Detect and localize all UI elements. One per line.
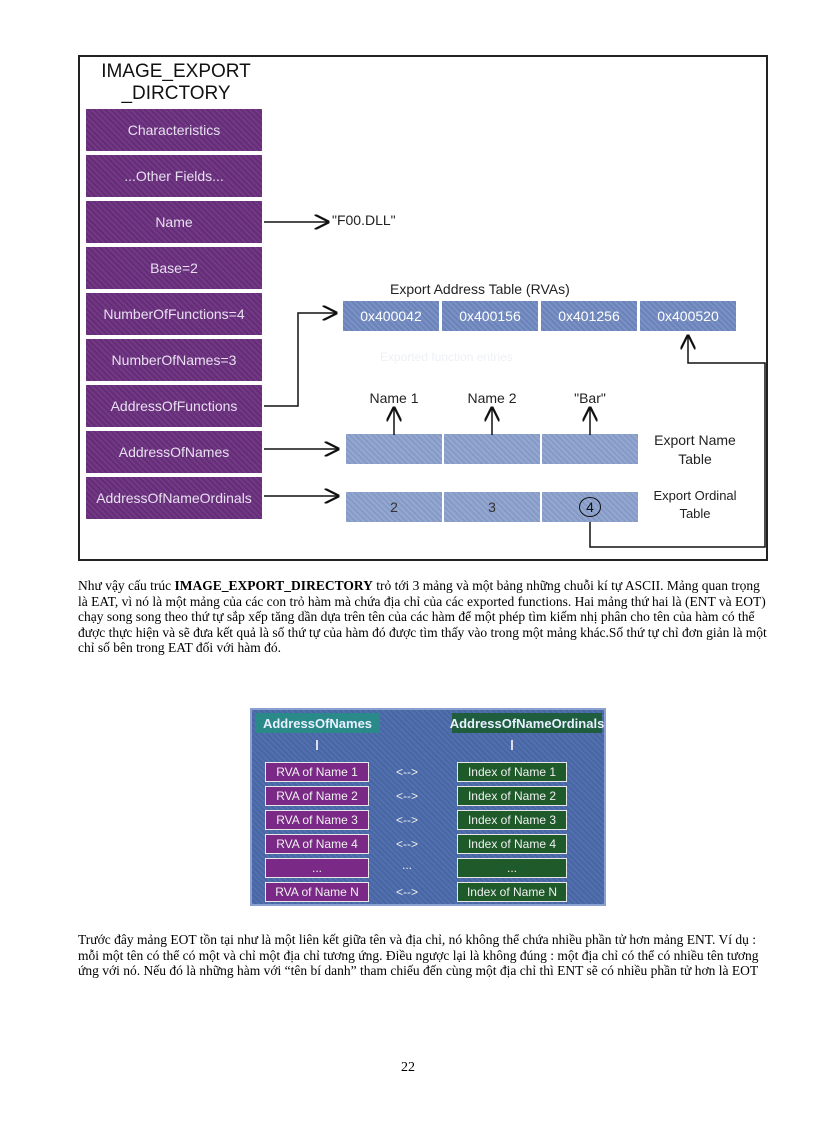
paragraph-export-directory: Như vậy cấu trúc IMAGE_EXPORT_DIRECTORY … xyxy=(78,578,768,656)
ent-entry-1 xyxy=(346,434,442,464)
dll-name-target: "F00.DLL" xyxy=(332,212,396,228)
field-number-of-names: NumberOfNames=3 xyxy=(86,339,262,381)
eat-entry-1: 0x400042 xyxy=(343,301,439,331)
ent-label-line2: Table xyxy=(678,451,712,467)
paragraph1-body: trỏ tới 3 mảng và một bảng những chuỗi k… xyxy=(78,578,767,656)
field-name: Name xyxy=(86,201,262,243)
rva-name-4: RVA of Name 4 xyxy=(265,834,369,854)
rva-name-2: RVA of Name 2 xyxy=(265,786,369,806)
rva-name-ellipsis: ... xyxy=(265,858,369,878)
field-address-of-names: AddressOfNames xyxy=(86,431,262,473)
eot-entry-1: 2 xyxy=(346,492,442,522)
page-number: 22 xyxy=(401,1060,415,1075)
ent-label-line1: Export Name xyxy=(654,432,736,448)
eot-entry-3-circled: 4 xyxy=(579,497,601,517)
diagram-title-line2: _DIRCTORY xyxy=(121,83,231,104)
name-label-2: Name 2 xyxy=(467,390,517,406)
name-label-3: "Bar" xyxy=(574,390,606,406)
diagram-arrows xyxy=(264,57,766,548)
ent-entry-2 xyxy=(444,434,540,464)
field-base: Base=2 xyxy=(86,247,262,289)
right-connector-bar xyxy=(511,740,513,750)
eat-entry-2: 0x400156 xyxy=(442,301,538,331)
diagram-title-line1: IMAGE_EXPORT xyxy=(101,61,251,82)
index-name-2: Index of Name 2 xyxy=(457,786,567,806)
eot-label-line1: Export Ordinal xyxy=(653,488,737,503)
faded-caption: Exported function entries xyxy=(380,350,513,364)
name-label-1: Name 1 xyxy=(369,390,419,406)
rva-name-n: RVA of Name N xyxy=(265,882,369,902)
rva-name-1: RVA of Name 1 xyxy=(265,762,369,782)
eat-entry-4: 0x400520 xyxy=(640,301,736,331)
index-name-n: Index of Name N xyxy=(457,882,567,902)
field-characteristics: Characteristics xyxy=(86,109,262,151)
eot-label-line2: Table xyxy=(679,506,711,521)
export-directory-diagram: IMAGE_EXPORT _DIRCTORY Characteristics .… xyxy=(78,55,768,561)
row-arrow-n: <--> xyxy=(395,885,418,899)
index-name-ellipsis: ... xyxy=(457,858,567,878)
field-other-fields: ...Other Fields... xyxy=(86,155,262,197)
index-name-3: Index of Name 3 xyxy=(457,810,567,830)
eot-entry-2: 3 xyxy=(444,492,540,522)
index-name-4: Index of Name 4 xyxy=(457,834,567,854)
left-connector-bar xyxy=(316,740,318,750)
index-name-1: Index of Name 1 xyxy=(457,762,567,782)
rva-name-3: RVA of Name 3 xyxy=(265,810,369,830)
row-arrow-1: <--> xyxy=(395,765,418,779)
eat-entry-3: 0x401256 xyxy=(541,301,637,331)
row-arrow-3: <--> xyxy=(395,813,418,827)
row-arrow-ellipsis: ... xyxy=(401,858,412,872)
row-arrow-2: <--> xyxy=(395,789,418,803)
ent-entry-3 xyxy=(542,434,638,464)
field-address-of-name-ordinals: AddressOfNameOrdinals xyxy=(86,477,262,519)
address-of-names-header: AddressOfNames xyxy=(255,713,380,733)
paragraph1-intro: Như vậy cấu trúc xyxy=(78,578,175,593)
field-address-of-functions: AddressOfFunctions xyxy=(86,385,262,427)
field-number-of-functions: NumberOfFunctions=4 xyxy=(86,293,262,335)
address-of-name-ordinals-header: AddressOfNameOrdinals xyxy=(450,713,604,733)
names-ordinals-diagram: AddressOfNames AddressOfNameOrdinals RVA… xyxy=(250,708,606,906)
eat-label: Export Address Table (RVAs) xyxy=(390,281,570,297)
row-arrow-4: <--> xyxy=(395,837,418,851)
eot-entry-3: 4 xyxy=(542,492,638,522)
paragraph1-bold-term: IMAGE_EXPORT_DIRECTORY xyxy=(174,578,373,593)
paragraph-eot-ent: Trước đây mảng EOT tồn tại như là một li… xyxy=(78,932,759,979)
